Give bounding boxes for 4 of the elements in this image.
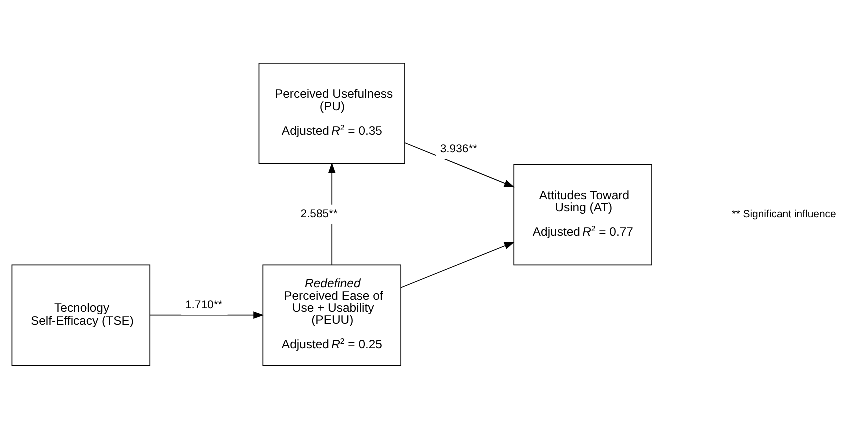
edge-label: 2.585** bbox=[300, 208, 338, 220]
edge-label: 3.936** bbox=[440, 142, 478, 155]
edge-label: 1.710** bbox=[185, 299, 223, 312]
label: ** Significant influence bbox=[732, 209, 836, 220]
